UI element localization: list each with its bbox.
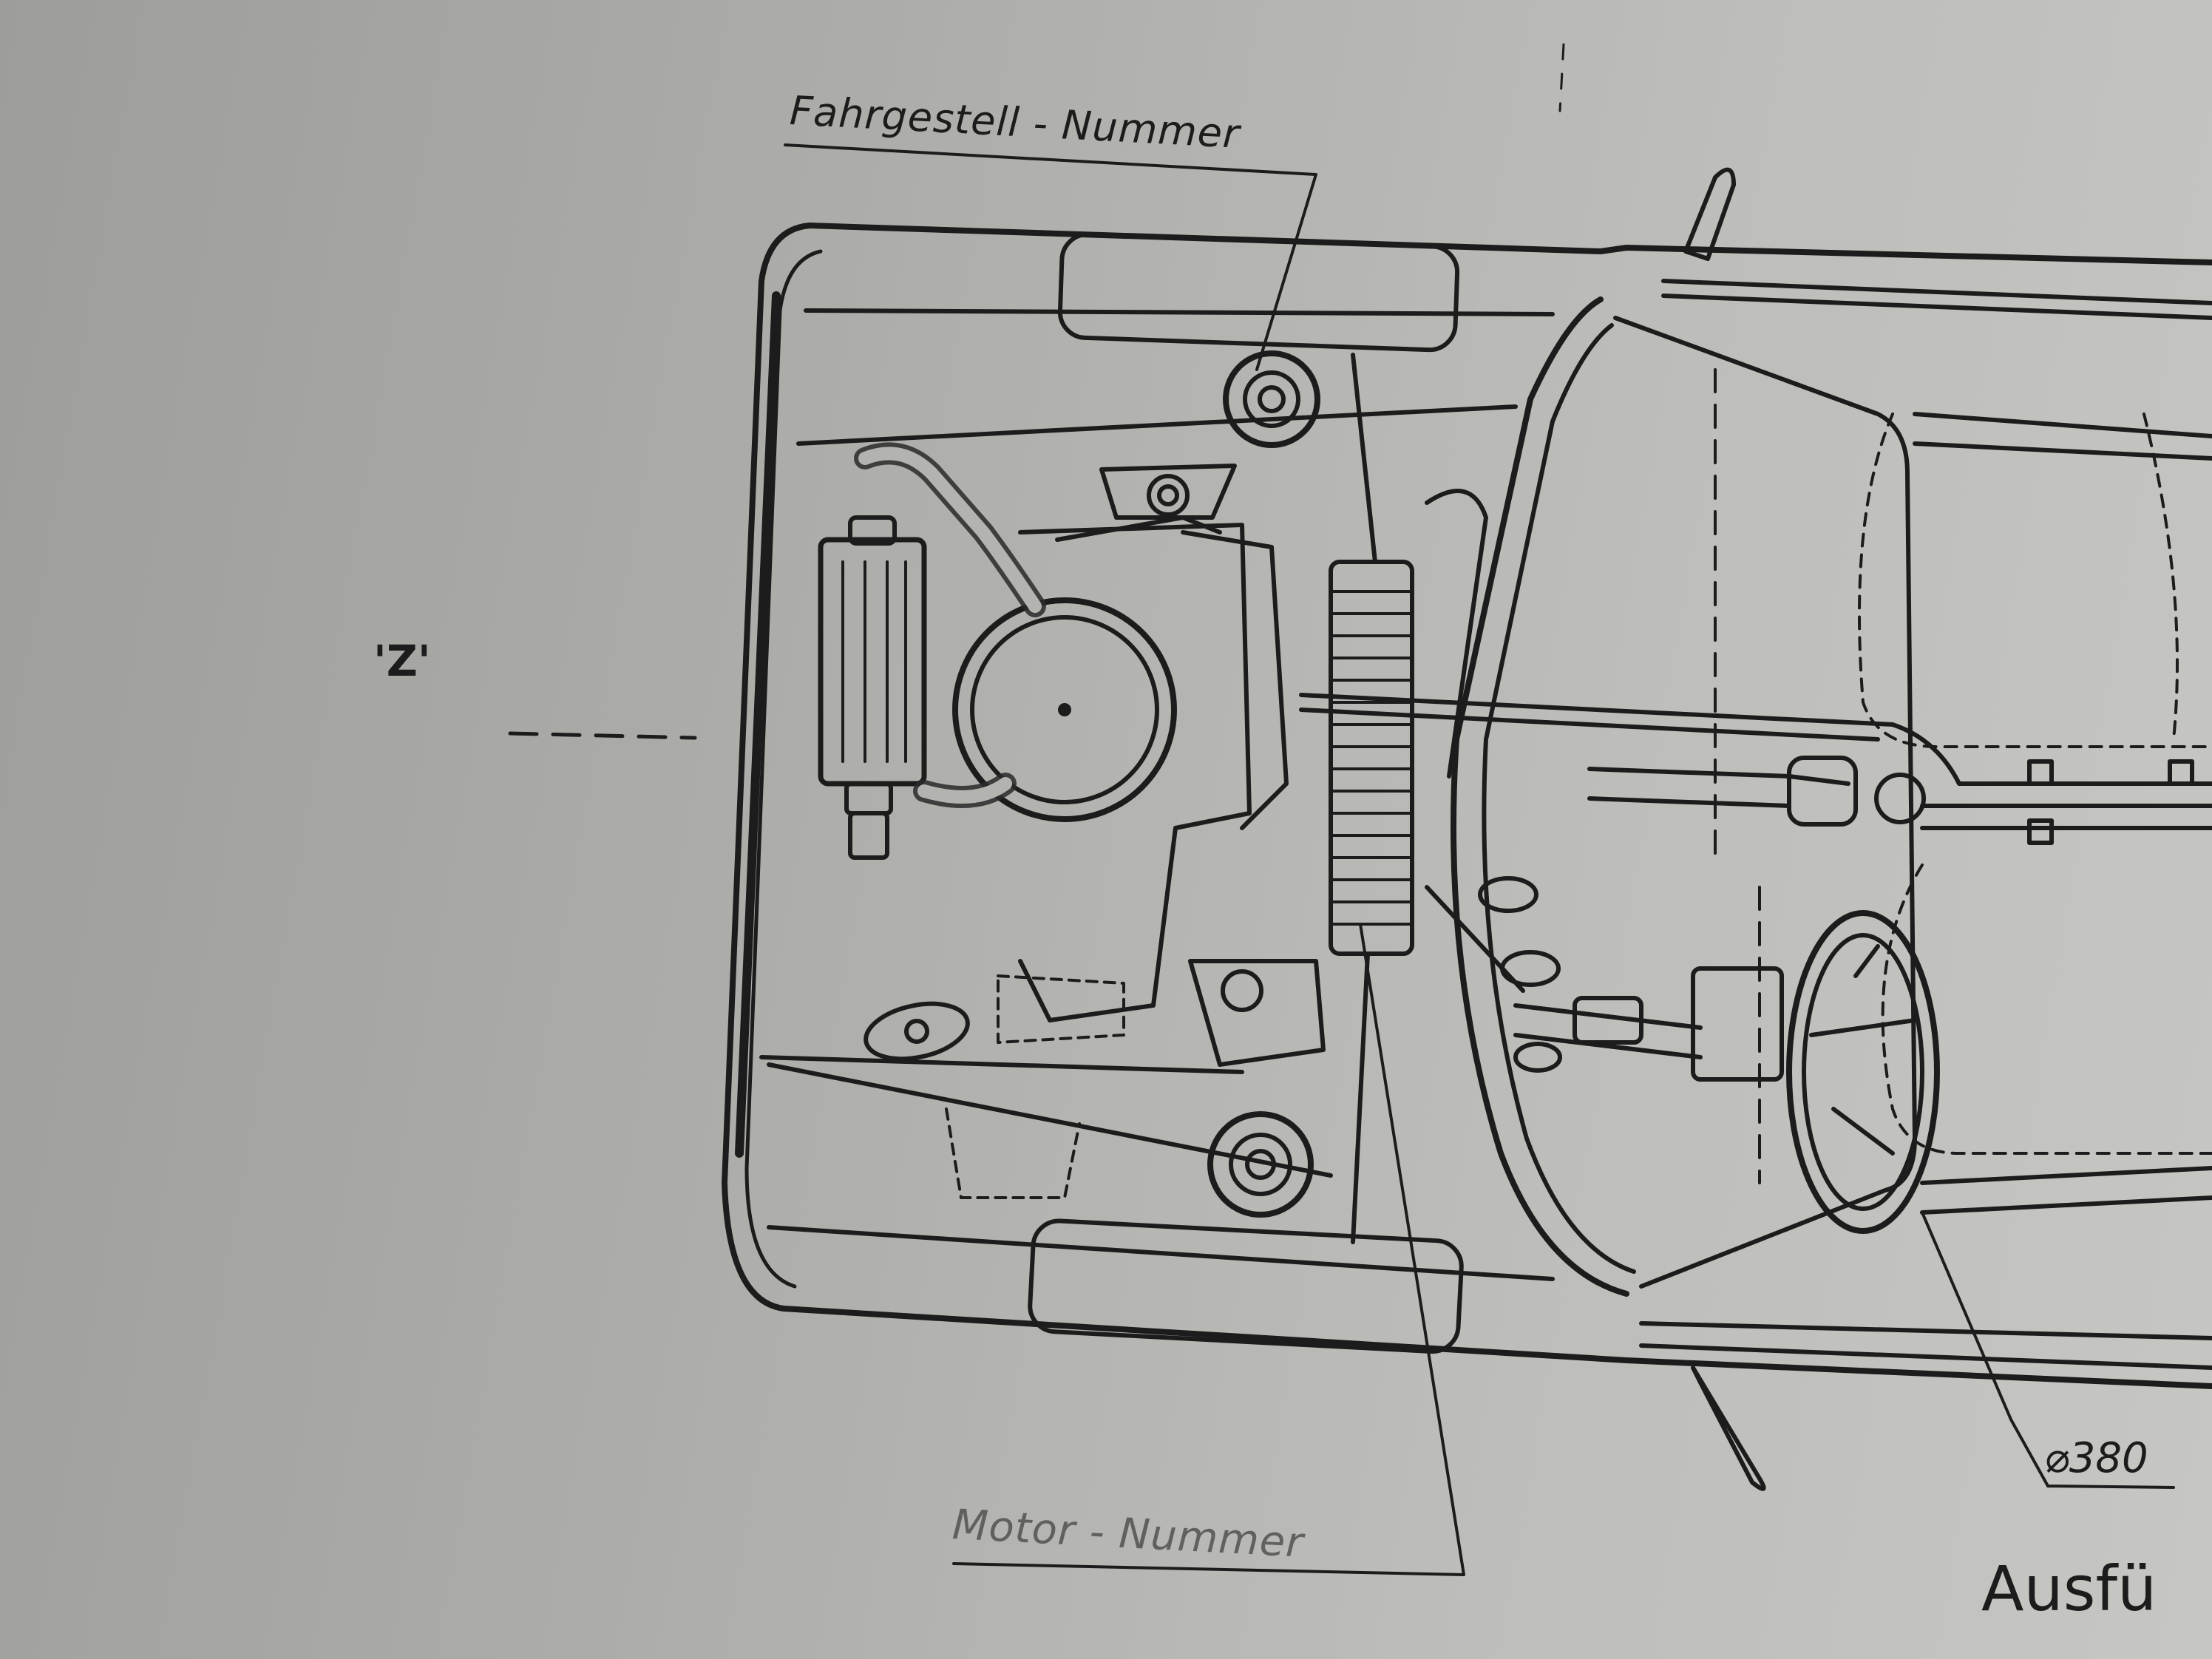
front-bumper: [735, 291, 781, 1158]
exhaust-manifold: [997, 974, 1125, 1044]
gear-lever-base: [1787, 756, 1858, 827]
top-tick: [1558, 43, 1565, 112]
windshield-inner: [1482, 323, 1636, 1274]
exhaust-pipe-dashed: [945, 1107, 1081, 1199]
roof-line-top2: [1661, 294, 2212, 320]
bay-line-upper: [796, 404, 1518, 446]
left-strut-tower-core: [1258, 385, 1286, 413]
engine-block-detail: [1181, 530, 1289, 830]
roof-line-bottom2: [1639, 1343, 2212, 1370]
driveline-clamp-3: [2168, 759, 2194, 786]
left-strut-tower-inner: [1243, 370, 1300, 428]
left-strut-tower: [1223, 350, 1320, 448]
air-cleaner-inner: [970, 615, 1159, 804]
radiator-drain: [844, 781, 893, 815]
steering-wheel-diameter-label: ⌀380: [2044, 1434, 2148, 1482]
steering-wheel-inner: [1802, 933, 1924, 1211]
brake-fitting-3: [1513, 1042, 1562, 1073]
windshield-frame: [1451, 296, 1629, 1297]
right-strut-tower-inner: [1229, 1133, 1292, 1196]
upper-hose-inner: [858, 447, 1042, 613]
steering-tie-rod: [1351, 353, 1377, 1244]
bay-line-bottom: [767, 1225, 1555, 1281]
coil-inner: [1157, 484, 1179, 506]
air-cleaner: [952, 597, 1177, 822]
radiator: [818, 537, 927, 787]
roof-inner-bottom: [1920, 1166, 2212, 1185]
coil: [1147, 474, 1190, 517]
steering-wheel-spoke-2: [1831, 1107, 1895, 1156]
shift-linkage-2: [1587, 796, 1791, 808]
steering-wheel-spoke-1: [1809, 1018, 1917, 1037]
steering-rack-ribs: [1329, 590, 1414, 926]
execution-heading: Ausfü: [1981, 1553, 2157, 1625]
steering-column-2: [1513, 1033, 1703, 1059]
steering-joint: [1573, 996, 1643, 1045]
steering-column: [1513, 1003, 1703, 1030]
lower-arm-bushing: [1221, 969, 1263, 1012]
steering-wheel-spoke-3: [1853, 944, 1880, 978]
bay-line-top: [804, 308, 1555, 316]
body-inner-outline: [744, 249, 823, 1289]
air-cleaner-nut: [1058, 703, 1071, 716]
steering-wheel: [1786, 910, 1940, 1234]
right-mirror: [1691, 1365, 1766, 1491]
engine-mount-left-bolt: [904, 1019, 929, 1044]
bay-diagonal-lower: [767, 1062, 1333, 1178]
roof-line-bottom: [1639, 1321, 2212, 1340]
body-outline: [722, 223, 2212, 1389]
right-headlamp: [1028, 1218, 1464, 1354]
z-view-dashline: [508, 731, 697, 740]
left-mirror: [1683, 167, 1736, 261]
tunnel-line-2: [1299, 708, 1880, 742]
left-headlamp: [1057, 231, 1460, 353]
roof-inner-bottom2: [1920, 1195, 2212, 1215]
radiator-cap: [848, 515, 897, 546]
engine-leader: [952, 923, 1465, 1576]
brake-fitting-1: [1478, 876, 1538, 913]
driveline-clamp-1: [2027, 759, 2054, 786]
gear-lever-knob: [1874, 773, 1926, 824]
chassis-leader: [784, 143, 1317, 371]
dimension-leader: [1921, 1211, 2175, 1489]
tunnel-line-1: [1299, 693, 2212, 786]
shift-linkage: [1587, 767, 1850, 786]
firewall-line: [1425, 489, 1488, 778]
bay-line-lower: [759, 1055, 1244, 1074]
engine-block: [1018, 523, 1252, 1022]
upper-hose: [854, 442, 1046, 617]
lower-control-arm: [1188, 959, 1326, 1067]
radiator-fan-mount: [848, 811, 889, 860]
view-z-marker: 'Z': [373, 636, 431, 686]
steering-rack-boot: [1329, 560, 1414, 956]
front-seat-outline: [1858, 413, 2212, 748]
coil-bracket: [1099, 464, 1237, 520]
driveline-clamp-2: [2027, 818, 2054, 845]
roof-inner-top2: [1913, 441, 2212, 461]
right-strut-tower: [1207, 1111, 1314, 1218]
engine-mount-left: [864, 1001, 970, 1062]
brake-line: [1425, 885, 1525, 993]
steering-box: [1691, 966, 1784, 1082]
rear-seat-dashed: [2143, 413, 2179, 741]
lower-hose-inner: [917, 777, 1012, 804]
right-strut-tower-core: [1245, 1149, 1276, 1180]
radiator-fins: [841, 560, 907, 763]
roof-line-top: [1661, 279, 2212, 305]
roof-inner-top: [1913, 412, 2212, 438]
